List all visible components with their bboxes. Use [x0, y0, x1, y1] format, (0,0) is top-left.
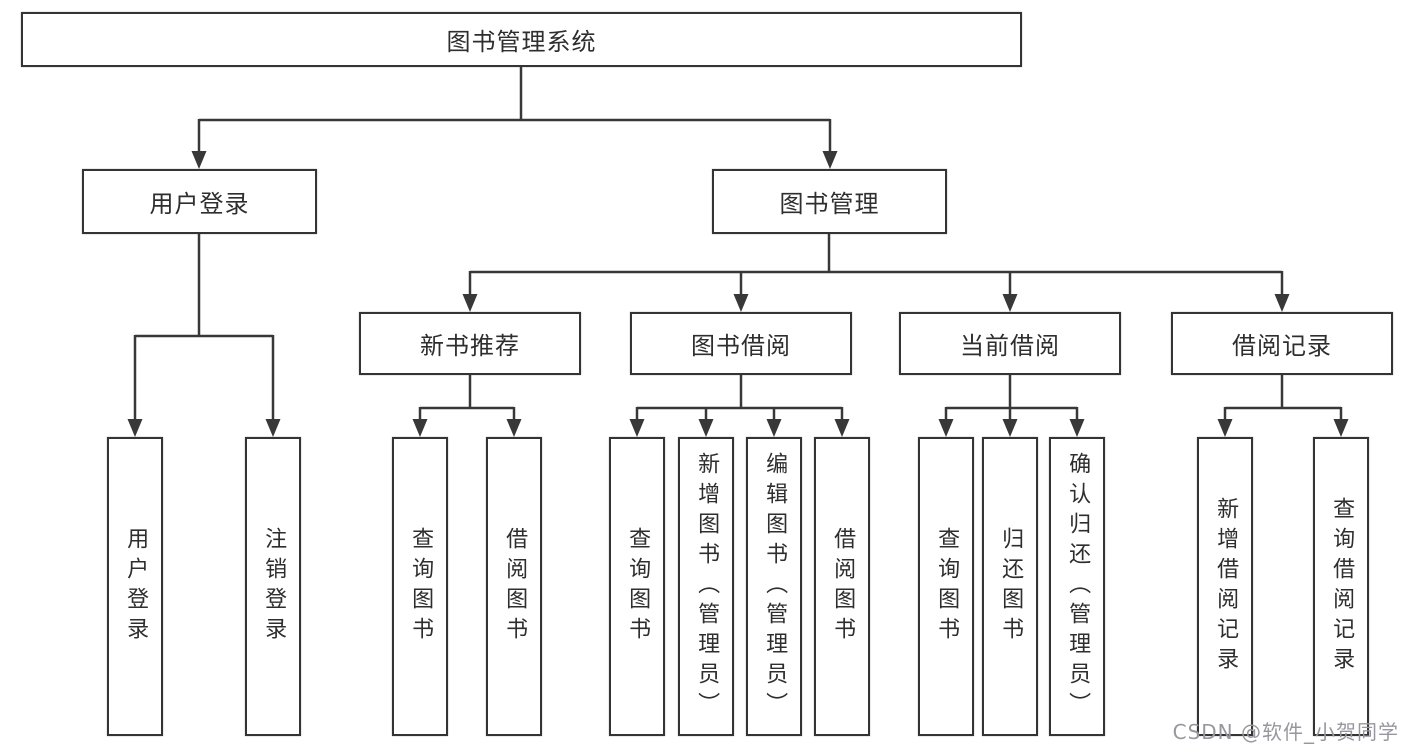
- node-user-login: 用户登录: [82, 169, 317, 234]
- leaf-logout-label: 注销登录: [261, 526, 287, 647]
- leaf-bb-borrow-books-label: 借阅图书: [830, 526, 856, 647]
- leaf-bb-add-books-admin-label: 新增图书（管理员）: [694, 451, 720, 722]
- connector-book-borrow: [629, 375, 850, 437]
- node-borrow-records: 借阅记录: [1171, 312, 1393, 375]
- leaf-nbr-query-books-label: 查询图书: [408, 526, 434, 647]
- node-borrow-records-label: 借阅记录: [1232, 332, 1332, 360]
- leaf-logout: 注销登录: [245, 437, 301, 736]
- connector-root: [191, 67, 838, 169]
- connector-book-management: [462, 234, 1290, 312]
- node-book-management-label: 图书管理: [779, 190, 880, 218]
- leaf-bb-query-books-label: 查询图书: [625, 526, 651, 647]
- node-current-borrow-label: 当前借阅: [960, 332, 1060, 360]
- leaf-nbr-query-books: 查询图书: [392, 437, 448, 736]
- leaf-cb-return-books-label: 归还图书: [998, 526, 1024, 647]
- leaf-br-add-record-label: 新增借阅记录: [1213, 496, 1239, 677]
- connector-borrow-records: [1217, 375, 1349, 437]
- node-new-book-recommend: 新书推荐: [359, 312, 581, 375]
- connector-current-borrow: [938, 375, 1085, 437]
- node-root-label: 图书管理系统: [446, 28, 597, 56]
- connector-user-login: [127, 234, 281, 437]
- leaf-cb-query-books-label: 查询图书: [934, 526, 960, 647]
- connector-new-book-recommend: [412, 375, 522, 437]
- leaf-nbr-borrow-books: 借阅图书: [486, 437, 542, 736]
- leaf-bb-edit-books-admin: 编辑图书（管理员）: [746, 437, 802, 736]
- node-book-management: 图书管理: [712, 169, 947, 234]
- leaf-user-login: 用户登录: [107, 437, 163, 736]
- leaf-br-add-record: 新增借阅记录: [1197, 437, 1253, 736]
- node-book-borrow: 图书借阅: [630, 312, 852, 375]
- leaf-br-query-record: 查询借阅记录: [1313, 437, 1369, 736]
- leaf-cb-return-books: 归还图书: [982, 437, 1038, 736]
- node-user-login-label: 用户登录: [149, 190, 250, 218]
- leaf-cb-query-books: 查询图书: [918, 437, 974, 736]
- leaf-cb-confirm-return-admin: 确认归还（管理员）: [1049, 437, 1105, 736]
- node-root: 图书管理系统: [21, 12, 1022, 67]
- leaf-bb-edit-books-admin-label: 编辑图书（管理员）: [762, 451, 788, 722]
- leaf-nbr-borrow-books-label: 借阅图书: [502, 526, 528, 647]
- node-new-book-recommend-label: 新书推荐: [420, 332, 520, 360]
- node-current-borrow: 当前借阅: [899, 312, 1121, 375]
- leaf-user-login-label: 用户登录: [123, 526, 149, 647]
- leaf-cb-confirm-return-admin-label: 确认归还（管理员）: [1065, 451, 1091, 722]
- leaf-bb-add-books-admin: 新增图书（管理员）: [678, 437, 734, 736]
- node-book-borrow-label: 图书借阅: [691, 332, 791, 360]
- leaf-bb-borrow-books: 借阅图书: [814, 437, 870, 736]
- leaf-br-query-record-label: 查询借阅记录: [1329, 496, 1355, 677]
- watermark: CSDN @软件_小贺同学: [1172, 720, 1399, 744]
- leaf-bb-query-books: 查询图书: [609, 437, 665, 736]
